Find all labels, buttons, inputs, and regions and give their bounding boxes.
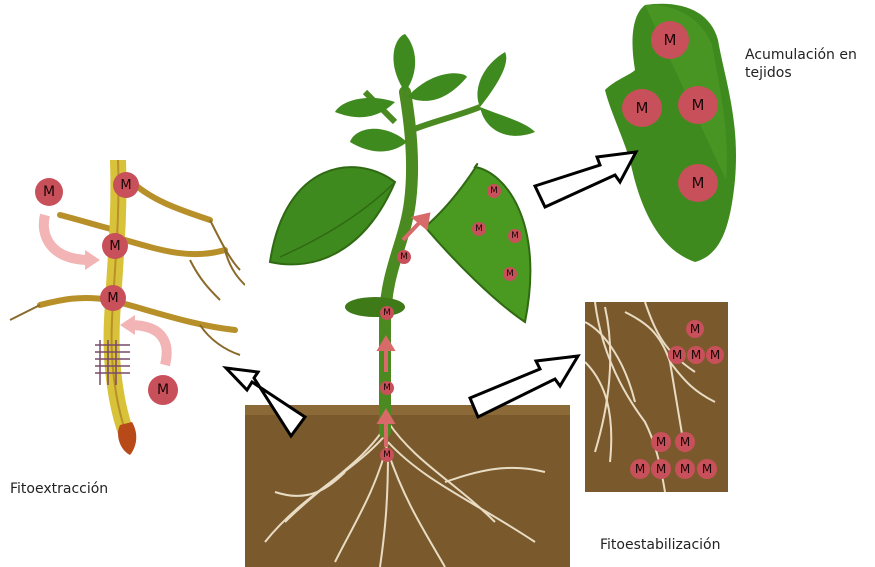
arrow-to-accumulation xyxy=(535,152,636,207)
arrow-to-extraction xyxy=(226,368,305,436)
arrow-to-stabilization xyxy=(470,356,578,417)
